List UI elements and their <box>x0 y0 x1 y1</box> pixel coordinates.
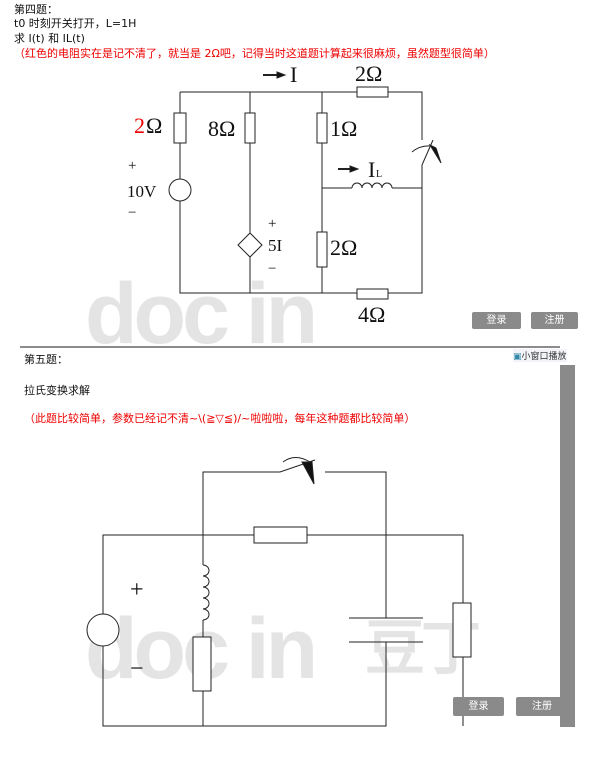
minus-sign: − <box>128 205 136 221</box>
watermark: doc in <box>85 266 318 362</box>
r-top-label: 2Ω <box>355 61 382 86</box>
current-IL-subscript: L <box>376 169 382 180</box>
q5-line1: 拉氏变换求解 <box>24 384 90 397</box>
r-mid-label: 2Ω <box>330 235 357 260</box>
r1-label: 1Ω <box>330 116 357 141</box>
r-left-unit: Ω <box>146 113 162 138</box>
r-bottom-label: 4Ω <box>358 302 385 327</box>
login-button[interactable]: 登录 <box>453 697 504 716</box>
current-IL-label: I <box>368 157 375 182</box>
r8-label: 8Ω <box>208 116 235 141</box>
login-button[interactable]: 登录 <box>472 312 521 329</box>
popout-button[interactable]: ▣小窗口播放 <box>513 349 567 362</box>
circuit-q4 <box>168 71 442 300</box>
register-button[interactable]: 注册 <box>531 312 578 329</box>
current-I-label: I <box>290 62 297 87</box>
minus-sign: − <box>268 261 276 277</box>
tv-icon: ▣ <box>513 352 522 362</box>
q4-line2: 求 I(t) 和 IL(t) <box>14 32 85 45</box>
plus-sign: + <box>268 216 276 232</box>
dep-source-label: 5I <box>268 236 283 255</box>
q4-line1: t0 时刻开关打开，L=1H <box>14 17 137 30</box>
circuit-q5 <box>86 457 472 727</box>
scrollbar[interactable] <box>560 365 575 727</box>
q4-title: 第四题： <box>14 3 58 16</box>
q5-note: （此题比较简单，参数已经记不清~\(≧▽≦)/~啦啦啦，每年这种题都比较简单） <box>24 412 416 425</box>
q4-note: （红色的电阻实在是记不清了，就当是 2Ω吧，记得当时这道题计算起来很麻烦，虽然题… <box>14 47 495 60</box>
minus-sign: − <box>130 656 144 682</box>
r-left-value: 2 <box>134 113 145 138</box>
q5-title: 第五题： <box>24 353 68 366</box>
plus-sign: + <box>130 577 144 603</box>
register-button[interactable]: 注册 <box>516 697 568 716</box>
source-label: 10V <box>127 182 157 201</box>
popout-label: 小窗口播放 <box>521 352 567 362</box>
plus-sign: + <box>128 158 136 174</box>
